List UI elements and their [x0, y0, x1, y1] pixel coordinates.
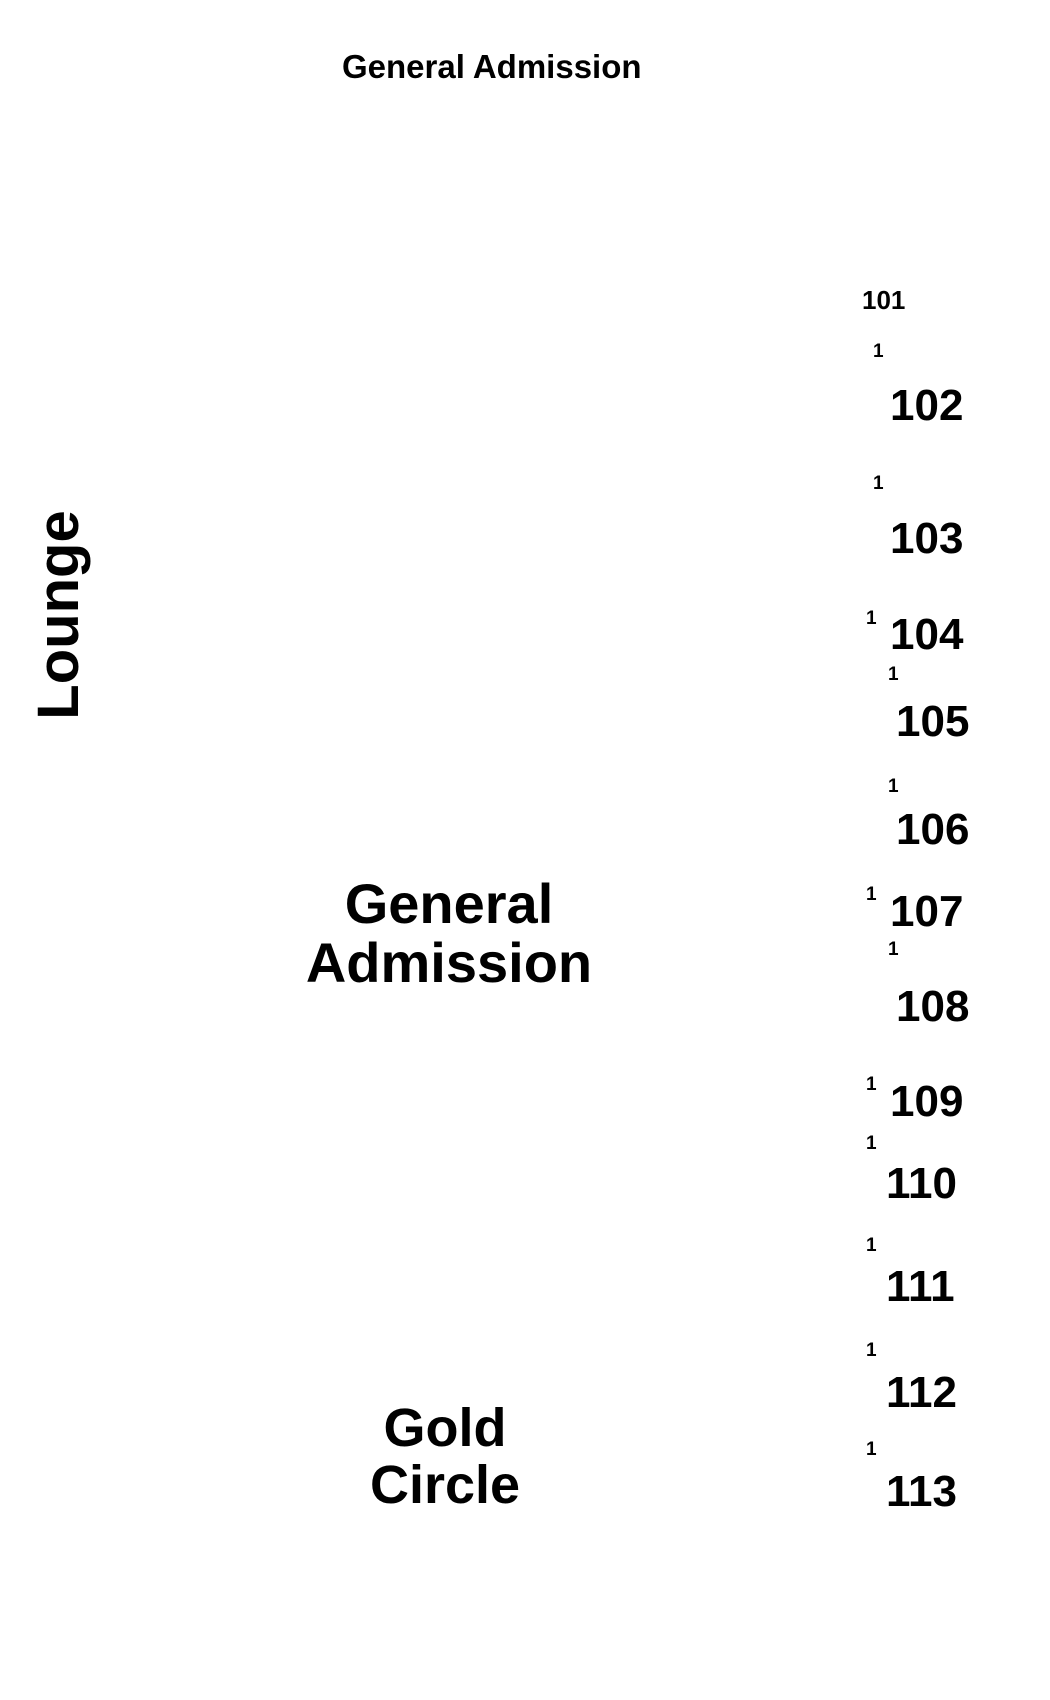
- section-104-row: 1: [866, 608, 877, 629]
- section-107-row: 1: [866, 884, 877, 905]
- general-admission-top-label: General Admission: [342, 48, 642, 85]
- section-105[interactable]: 105: [896, 697, 970, 746]
- section-112[interactable]: 112: [886, 1368, 957, 1417]
- gold-circle-label-line1: Gold: [383, 1398, 507, 1458]
- section-110[interactable]: 110: [886, 1159, 957, 1208]
- section-113[interactable]: 113: [886, 1467, 957, 1516]
- section-109-row: 1: [866, 1074, 877, 1095]
- ga-label-line2: Admission: [305, 930, 593, 994]
- gold-circle-area[interactable]: Gold Circle: [370, 1400, 520, 1513]
- section-111-row: 1: [866, 1235, 877, 1256]
- section-108-row: 1: [888, 939, 899, 960]
- section-102-row: 1: [873, 341, 884, 362]
- section-107[interactable]: 107: [890, 887, 964, 936]
- section-106[interactable]: 106: [896, 805, 970, 854]
- section-112-row: 1: [866, 1340, 877, 1361]
- section-105-row: 1: [888, 664, 899, 685]
- section-111[interactable]: 111: [886, 1262, 955, 1311]
- general-admission-area[interactable]: General Admission: [305, 872, 593, 994]
- section-104[interactable]: 104: [890, 610, 964, 659]
- section-109[interactable]: 109: [890, 1077, 964, 1126]
- section-103-row: 1: [873, 473, 884, 494]
- section-101[interactable]: 101: [862, 285, 906, 315]
- lounge-label: Lounge: [26, 510, 91, 720]
- gold-circle-label-line2: Circle: [369, 1454, 521, 1515]
- ga-label-line1: General: [344, 872, 554, 935]
- section-103[interactable]: 103: [890, 514, 964, 563]
- section-102[interactable]: 102: [890, 381, 964, 430]
- section-108[interactable]: 108: [896, 982, 970, 1031]
- section-113-row: 1: [866, 1439, 877, 1460]
- section-106-row: 1: [888, 776, 899, 797]
- section-110-row: 1: [866, 1133, 877, 1154]
